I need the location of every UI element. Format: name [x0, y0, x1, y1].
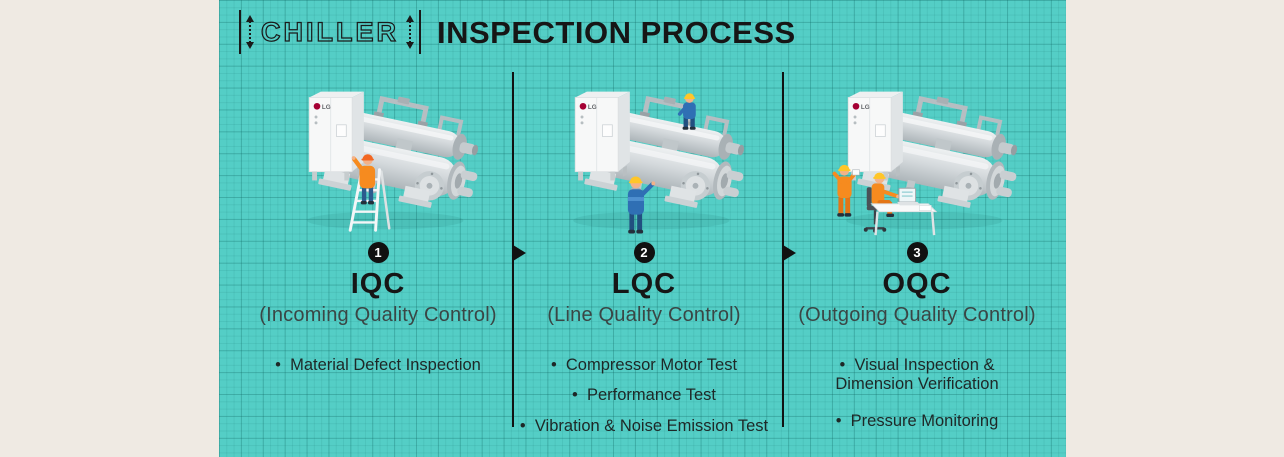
stage-name: (Outgoing Quality Control): [798, 304, 1036, 326]
stage-bullets: Material Defect Inspection: [253, 356, 503, 375]
stage-name: (Incoming Quality Control): [259, 304, 497, 326]
chiller-outline-word: CHILLER: [260, 16, 399, 47]
title-text: INSPECTION PROCESS: [437, 14, 796, 50]
arrow-right-icon: [513, 245, 526, 261]
page-title: CHILLER INSPECTION PROCESS: [239, 8, 796, 56]
stage-name: (Line Quality Control): [547, 304, 741, 326]
chiller-illustration-oqc: [782, 68, 1052, 242]
bullet-item: Compressor Motor Test: [519, 356, 769, 375]
stage-number-badge: 3: [906, 242, 928, 263]
bullet-item: Pressure Monitoring: [810, 412, 1024, 431]
dimension-line-icon: [239, 10, 241, 54]
chiller-dimension-graphic: CHILLER: [239, 8, 421, 56]
stage-code: LQC: [611, 268, 677, 300]
worker-standing: [832, 164, 860, 217]
worker-in-front: [627, 176, 655, 234]
dimension-line-icon: [419, 10, 421, 54]
worker-on-top: [677, 93, 696, 130]
chiller-illustration-iqc: [243, 68, 513, 242]
stage-number-badge: 2: [633, 242, 655, 263]
dimension-arrow-icon: [245, 15, 255, 49]
stage-bullets: Visual Inspection & Dimension Verificati…: [810, 356, 1024, 431]
bullet-item: Performance Test: [519, 386, 769, 405]
chiller-illustration-lqc: [509, 68, 779, 242]
worker-on-ladder: [348, 154, 391, 232]
grid-board: CHILLER INSPECTION PROCESS: [219, 0, 1066, 457]
stage-number-badge: 1: [367, 242, 389, 263]
dimension-arrow-icon: [405, 15, 415, 49]
stage-bullets: Compressor Motor Test Performance Test V…: [519, 356, 769, 436]
bullet-item: Visual Inspection & Dimension Verificati…: [810, 356, 1024, 395]
stage-code: OQC: [882, 268, 952, 300]
stage-column-oqc: 3 OQC (Outgoing Quality Control) Visual …: [782, 68, 1052, 431]
bullet-item: Vibration & Noise Emission Test: [519, 417, 769, 436]
stage-column-iqc: 1 IQC (Incoming Quality Control) Materia…: [243, 68, 513, 375]
bullet-item: Material Defect Inspection: [253, 356, 503, 375]
stage-column-lqc: 2 LQC (Line Quality Control) Compressor …: [509, 68, 779, 436]
worker-at-desk: [863, 172, 937, 236]
arrow-right-icon: [783, 245, 796, 261]
stage-code: IQC: [350, 268, 406, 300]
